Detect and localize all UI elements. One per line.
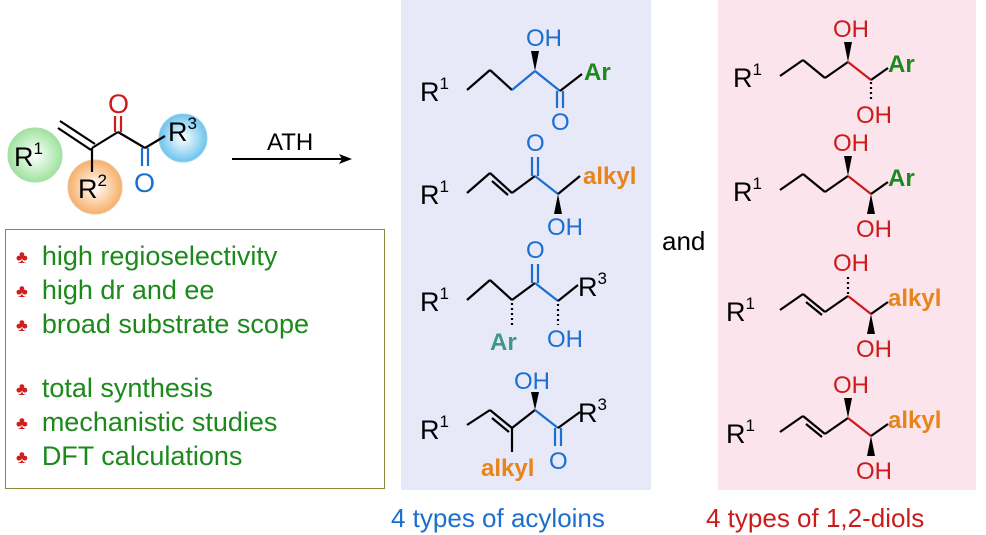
reaction-arrow	[232, 154, 352, 164]
club-bullet-icon: ♣	[16, 247, 28, 267]
substrate-ketone-o: O	[108, 89, 129, 119]
substrate-r2-label: R2	[78, 171, 107, 204]
a1-oh: OH	[526, 25, 562, 52]
diol-product-1: OH OH R1 Ar	[733, 16, 915, 129]
feature-label: high regioselectivity	[41, 241, 278, 271]
feature-item: ♣ high dr and ee	[16, 275, 214, 308]
a4-r3: R3	[578, 395, 607, 428]
diols-caption: 4 types of 1,2-diols	[706, 503, 924, 533]
a3-r1: R1	[420, 284, 449, 317]
feature-label: broad substrate scope	[41, 309, 309, 339]
a3-group: Ar	[490, 329, 517, 356]
acyloin-product-3: O OH R1 R3 Ar	[420, 237, 607, 356]
d4-r1: R1	[726, 416, 755, 449]
acyloin-panel	[401, 0, 651, 490]
d3-r1: R1	[726, 294, 755, 327]
acyloins-caption: 4 types of acyloins	[391, 503, 605, 533]
club-bullet-icon: ♣	[16, 413, 28, 433]
d1-oh1: OH	[833, 16, 869, 43]
feature-item: ♣ DFT calculations	[16, 441, 242, 474]
feature-item: ♣ broad substrate scope	[16, 309, 309, 342]
r3-highlight	[158, 113, 208, 163]
a1-o: O	[551, 109, 570, 136]
d3-group: alkyl	[888, 285, 941, 312]
d2-oh2: OH	[856, 216, 892, 243]
d4-group: alkyl	[888, 407, 941, 434]
feature-item: ♣ mechanistic studies	[16, 407, 277, 440]
feature-item: ♣ high regioselectivity	[16, 241, 277, 274]
acyloin-product-4: OH O R1 R3 alkyl	[420, 368, 607, 482]
acyloin-product-1: OH O R1 Ar	[420, 25, 611, 136]
a1-r1: R1	[420, 74, 449, 107]
r1-highlight	[7, 127, 63, 183]
substrate-r3-label: R3	[168, 114, 197, 147]
a4-o: O	[549, 448, 568, 475]
a4-r1: R1	[420, 412, 449, 445]
a2-o: O	[526, 130, 545, 157]
d4-oh1: OH	[833, 372, 869, 399]
diol-product-3: OH OH R1 alkyl	[726, 250, 941, 363]
arrow-label: ATH	[267, 129, 313, 156]
a4-group: alkyl	[481, 455, 534, 482]
feature-label: total synthesis	[41, 373, 213, 403]
d4-oh2: OH	[856, 458, 892, 485]
diol-product-2: OH OH R1 Ar	[733, 130, 915, 243]
features-box: ♣ high regioselectivity ♣ high dr and ee ♣…	[5, 229, 385, 489]
diol-product-4: OH OH R1 alkyl	[726, 372, 941, 485]
d2-r1: R1	[733, 174, 762, 207]
substrate-r1-label: R1	[14, 139, 43, 172]
d1-r1: R1	[733, 60, 762, 93]
d1-oh2: OH	[856, 102, 892, 129]
a2-oh: OH	[547, 214, 583, 241]
club-bullet-icon: ♣	[16, 379, 28, 399]
feature-label: DFT calculations	[41, 441, 243, 471]
d2-oh1: OH	[833, 130, 869, 157]
club-bullet-icon: ♣	[16, 315, 28, 335]
acyloin-product-2: O OH R1 alkyl	[420, 130, 636, 241]
a3-o: O	[526, 237, 545, 264]
a3-r3: R3	[578, 269, 607, 302]
d3-oh2: OH	[856, 336, 892, 363]
a2-r1: R1	[420, 177, 449, 210]
d2-group: Ar	[888, 165, 915, 192]
feature-item: ♣ total synthesis	[16, 373, 213, 406]
a1-group: Ar	[584, 59, 611, 86]
d3-oh1: OH	[833, 250, 869, 277]
a3-oh: OH	[547, 326, 583, 353]
a4-oh: OH	[514, 368, 550, 395]
r2-highlight	[67, 159, 123, 215]
feature-label: mechanistic studies	[41, 407, 278, 437]
d1-group: Ar	[888, 51, 915, 78]
and-label: and	[662, 226, 705, 256]
club-bullet-icon: ♣	[16, 447, 28, 467]
club-bullet-icon: ♣	[16, 281, 28, 301]
substrate-ketone2-o: O	[134, 168, 155, 198]
a2-group: alkyl	[583, 163, 636, 190]
feature-label: high dr and ee	[41, 275, 215, 305]
substrate-structure: R1 R2 R3 O O	[7, 89, 208, 215]
